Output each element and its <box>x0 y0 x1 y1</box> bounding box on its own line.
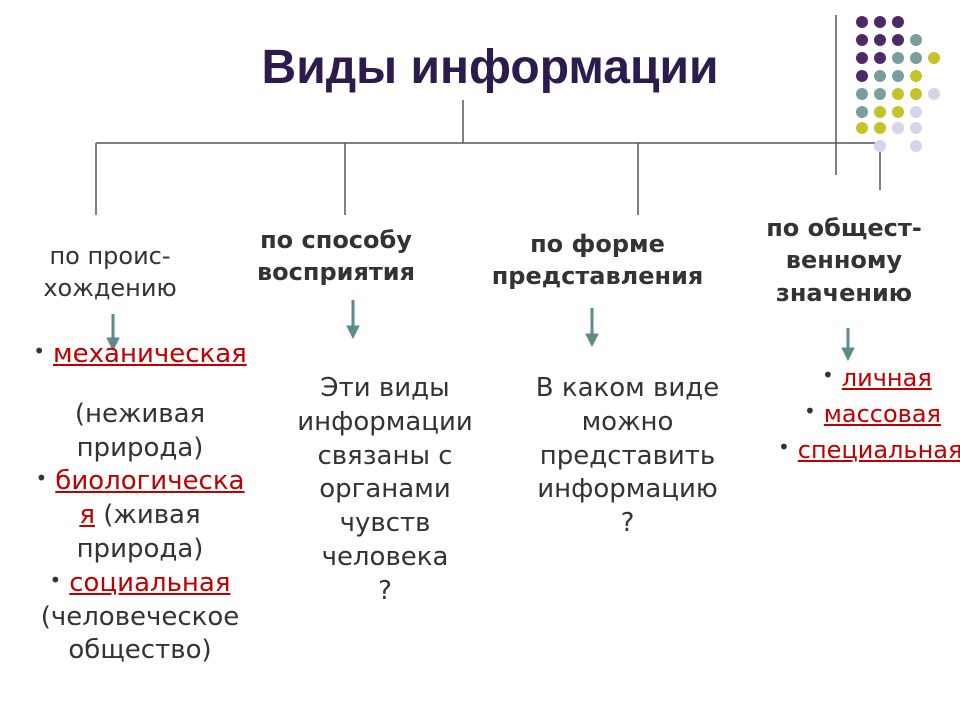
bullet-icon: • <box>778 435 790 459</box>
category-heading-origin: по проис- хождению <box>20 240 200 305</box>
heading-line: по проис- <box>49 242 171 270</box>
page-title: Виды информации <box>261 41 719 94</box>
note-line: природа) <box>76 432 204 463</box>
bullet-icon: • <box>804 399 816 423</box>
term-personal: личная <box>841 364 932 392</box>
question-line: В каком виде <box>535 373 720 403</box>
heading-line: по способу <box>260 226 412 254</box>
perception-question: Эти виды информации связаны с органами ч… <box>270 372 500 609</box>
heading-line: восприятия <box>256 258 416 287</box>
list-item: • личная <box>760 360 960 396</box>
bullet-icon: • <box>33 339 46 363</box>
heading-line: значению <box>775 278 913 307</box>
list-item: • биологическа <box>0 465 280 499</box>
question-line: представить <box>539 440 716 471</box>
category-heading-form: по форме представления <box>470 228 725 293</box>
arrow-origin <box>106 314 120 352</box>
list-item: • специальная <box>760 432 960 468</box>
term-biological-cont: я <box>79 500 95 531</box>
question-line: чувств <box>339 508 431 539</box>
note-line: природа) <box>76 533 204 564</box>
term-biological: биологическа <box>55 466 245 497</box>
heading-line: хождению <box>43 274 177 303</box>
heading-line: венному <box>785 246 903 275</box>
question-line: информации <box>297 406 473 437</box>
term-special: специальная <box>797 436 960 464</box>
question-line: ? <box>378 575 392 606</box>
question-line: ? <box>620 508 635 539</box>
bullet-icon: • <box>822 363 834 387</box>
list-item: • механическая <box>0 338 280 372</box>
note-line: (неживая <box>74 398 206 429</box>
bullet-icon: • <box>49 567 62 592</box>
bullet-icon: • <box>35 466 48 491</box>
arrow-social <box>841 328 855 362</box>
arrow-form <box>585 308 599 348</box>
heading-line: представления <box>491 262 704 291</box>
question-line: человека <box>321 541 449 572</box>
question-line: Эти виды <box>320 373 450 403</box>
note-line: (человеческое <box>40 601 240 632</box>
list-item: • социальная <box>0 567 280 601</box>
category-heading-perception: по способу восприятия <box>236 224 436 289</box>
social-list-clip: • личная • массовая • специальная <box>760 360 960 490</box>
term-mass: массовая <box>823 400 941 428</box>
list-item: • массовая <box>760 396 960 432</box>
question-line: информацию <box>537 474 718 505</box>
heading-line: по общест- <box>766 214 922 242</box>
term-social: социальная <box>69 567 231 598</box>
note-line: я (живая <box>0 499 280 533</box>
note-inline: (живая <box>95 500 201 531</box>
social-list: • личная • массовая • специальная <box>760 360 960 468</box>
decor-dot-grid <box>856 16 940 152</box>
form-question: В каком виде можно представить информаци… <box>510 372 745 541</box>
question-line: можно <box>581 406 674 437</box>
heading-line: по форме <box>530 230 665 258</box>
question-line: связаны с <box>317 440 453 471</box>
arrow-perception <box>346 300 360 340</box>
category-heading-social: по общест- венному значению <box>738 212 950 309</box>
term-mechanical: механическая <box>53 339 247 369</box>
origin-list: • механическая (неживая природа) • биологи… <box>0 338 280 668</box>
question-line: органами <box>319 474 451 505</box>
note-line: общество) <box>68 635 212 666</box>
